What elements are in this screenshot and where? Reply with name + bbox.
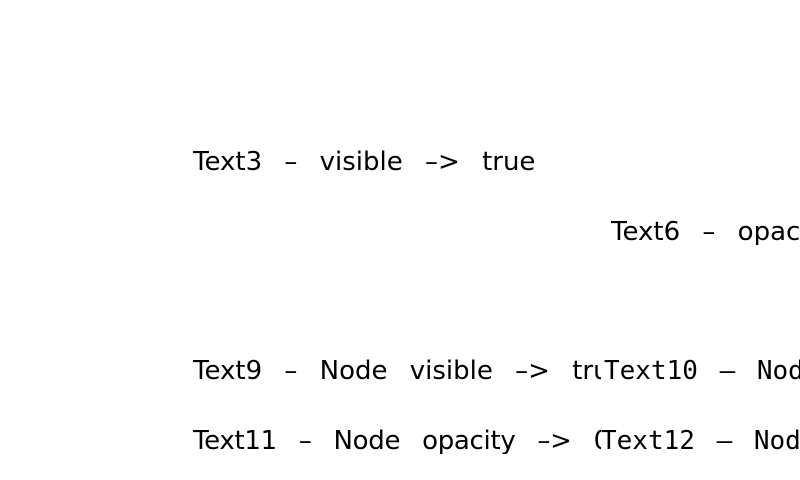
- label-text12-node-binding: Text12 – Nod: [601, 428, 800, 454]
- label-text9-node-visible-binding: Text9 – Node visible –> tru: [193, 358, 601, 384]
- label-text11-node-opacity-binding: Text11 – Node opacity –> 0: [193, 428, 601, 454]
- label-text6-opacity-binding: Text6 – opac: [611, 219, 800, 245]
- label-text10-node-binding: Text10 – Nod: [604, 358, 800, 384]
- label-text3-visible-binding: Text3 – visible –> true: [193, 149, 536, 175]
